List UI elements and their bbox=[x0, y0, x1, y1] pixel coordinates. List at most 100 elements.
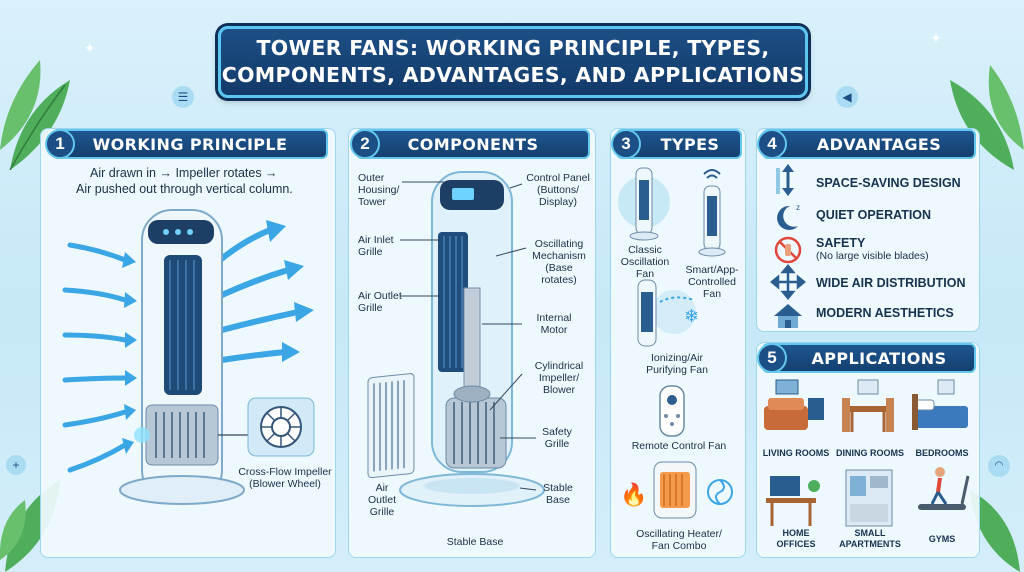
label-safety-l1: Safety bbox=[542, 426, 572, 438]
components-header: COMPONENTS bbox=[356, 129, 590, 159]
label-control-panel: Control Panel (Buttons/ Display) bbox=[520, 172, 596, 208]
four-arrows-icon bbox=[770, 264, 806, 300]
label-internal-motor: Internal Motor bbox=[524, 312, 584, 336]
label-outer-housing: Outer Housing/ Tower bbox=[358, 172, 399, 208]
label-outer-housing-l1: Outer bbox=[358, 172, 385, 184]
label-stable-base-l1: Stable bbox=[543, 482, 573, 494]
sparkle-icon: ✦ bbox=[84, 40, 96, 56]
applications-illustrations bbox=[764, 379, 970, 527]
type-smart-l1: Smart/App- bbox=[685, 264, 739, 276]
advantage-safety: SAFETY bbox=[816, 236, 866, 250]
type-classic-l2: Oscillation bbox=[620, 256, 670, 268]
label-oscillating-l3: (Base bbox=[545, 262, 573, 274]
label-oscillating-l1: Oscillating bbox=[534, 238, 584, 250]
page-title-line-1: TOWER FANS: WORKING PRINCIPLE, TYPES, bbox=[256, 36, 770, 60]
gym-icon bbox=[918, 467, 970, 510]
components-title: COMPONENTS bbox=[407, 134, 539, 154]
label-air-outlet-2-l2: Outlet bbox=[367, 494, 396, 506]
wifi-bubble-icon: ◠ bbox=[988, 455, 1010, 477]
small-apartment-icon bbox=[845, 469, 893, 527]
label-stable-base-right: Stable Base bbox=[534, 482, 582, 506]
type-classic-l1: Classic bbox=[628, 244, 662, 256]
bedroom-icon bbox=[912, 379, 968, 430]
advantage-aesthetics: MODERN AESTHETICS bbox=[816, 306, 954, 320]
advantage-safety-sub: (No large visible blades) bbox=[816, 250, 929, 262]
settings-bubble-icon: ☰ bbox=[172, 86, 194, 108]
leaf-decoration-top-left bbox=[0, 60, 70, 170]
app-home-offices-l2: OFFICES bbox=[776, 539, 816, 549]
tower-fan-airflow-illustration bbox=[62, 209, 315, 505]
svg-text:❄: ❄ bbox=[684, 306, 699, 326]
plus-bubble-icon: + bbox=[6, 455, 26, 475]
advantage-quiet: QUIET OPERATION bbox=[816, 208, 932, 222]
types-illustrations: ❄ 🔥 bbox=[618, 167, 733, 519]
type-remote-label: Remote Control Fan bbox=[631, 440, 727, 452]
advantages-title: ADVANTAGES bbox=[816, 134, 942, 154]
app-home-offices-l1: HOME bbox=[782, 528, 810, 538]
app-home-offices: HOME OFFICES bbox=[762, 528, 830, 550]
app-living-rooms: LIVING ROOMS bbox=[762, 448, 830, 458]
label-control-panel-l2: (Buttons/ bbox=[536, 184, 580, 196]
home-office-icon bbox=[766, 476, 820, 526]
label-internal-motor-l1: Internal bbox=[536, 312, 572, 324]
type-heater-label: Oscillating Heater/ Fan Combo bbox=[616, 528, 742, 552]
leaf-decoration-bottom-right bbox=[970, 490, 1020, 572]
page-title-banner: TOWER FANS: WORKING PRINCIPLE, TYPES, CO… bbox=[218, 26, 808, 98]
app-small-apartments-l2: APARTMENTS bbox=[839, 539, 901, 549]
advantages-icons: z bbox=[770, 164, 806, 328]
applications-header: APPLICATIONS bbox=[762, 343, 976, 373]
advantage-space-saving: SPACE-SAVING DESIGN bbox=[816, 176, 961, 190]
impeller-callout-line-2: (Blower Wheel) bbox=[249, 478, 321, 490]
label-stable-base-l2: Base bbox=[546, 494, 570, 506]
app-bedrooms: BEDROOMS bbox=[915, 448, 969, 458]
label-air-outlet-2-l1: Air bbox=[375, 482, 389, 494]
label-air-outlet-grille-2: Air Outlet Grille bbox=[360, 482, 404, 518]
label-air-inlet-grille: Air Inlet Grille bbox=[358, 234, 394, 258]
tower-fan-exploded-diagram bbox=[367, 171, 545, 507]
section-number-1: 1 bbox=[45, 129, 75, 159]
label-air-outlet-l2: Grille bbox=[358, 302, 383, 314]
applications-title: APPLICATIONS bbox=[811, 348, 947, 368]
vertical-arrows-icon bbox=[776, 164, 794, 196]
label-outer-housing-l2: Housing/ bbox=[358, 184, 400, 196]
label-oscillating-l2: Mechanism bbox=[532, 250, 586, 262]
label-air-inlet-l2: Grille bbox=[358, 246, 383, 258]
label-air-outlet-l1: Air Outlet bbox=[358, 290, 402, 302]
label-air-inlet-l1: Air Inlet bbox=[358, 234, 394, 246]
no-touch-icon bbox=[774, 236, 802, 264]
label-oscillating-mechanism: Oscillating Mechanism (Base rotates) bbox=[524, 238, 594, 286]
impeller-callout-line-1: Cross-Flow Impeller bbox=[238, 466, 332, 478]
label-impeller-l1: Cylindrical bbox=[534, 360, 584, 372]
advantage-wide-air: WIDE AIR DISTRIBUTION bbox=[816, 276, 966, 290]
page-title-line-2: COMPONENTS, ADVANTAGES, AND APPLICATIONS bbox=[221, 63, 805, 87]
sparkle-icon: ✦ bbox=[930, 30, 942, 46]
leaf-decoration-top-right bbox=[950, 65, 1024, 170]
working-principle-title: WORKING PRINCIPLE bbox=[92, 134, 288, 154]
app-gyms: GYMS bbox=[928, 534, 956, 544]
label-stable-base-bottom: Stable Base bbox=[446, 536, 504, 548]
working-principle-header: WORKING PRINCIPLE bbox=[52, 129, 328, 159]
type-ionizing-label: Ionizing/Air Purifying Fan bbox=[622, 352, 732, 376]
type-smart-label: Smart/App- Controlled Fan bbox=[678, 264, 746, 300]
advantages-header: ADVANTAGES bbox=[762, 129, 976, 159]
label-safety-grille: Safety Grille bbox=[530, 426, 584, 450]
label-control-panel-l3: Display) bbox=[539, 196, 577, 208]
svg-text:z: z bbox=[796, 203, 800, 212]
svg-text:🔥: 🔥 bbox=[620, 482, 647, 507]
section-number-3: 3 bbox=[611, 129, 641, 159]
app-small-apartments: SMALL APARTMENTS bbox=[834, 528, 906, 550]
type-heater-l1: Oscillating Heater/ bbox=[636, 528, 722, 540]
moon-sleep-icon: z bbox=[777, 203, 800, 230]
label-impeller-l2: Impeller/ bbox=[538, 372, 580, 384]
label-safety-l2: Grille bbox=[544, 438, 570, 450]
type-heater-l2: Fan Combo bbox=[651, 540, 707, 552]
label-internal-motor-l2: Motor bbox=[540, 324, 568, 336]
label-cylindrical-impeller: Cylindrical Impeller/ Blower bbox=[524, 360, 594, 396]
type-classic-l3: Fan bbox=[635, 268, 655, 280]
dining-room-icon bbox=[842, 379, 894, 432]
label-control-panel-l1: Control Panel bbox=[526, 172, 590, 184]
label-outer-housing-l3: Tower bbox=[358, 196, 387, 208]
app-small-apartments-l1: SMALL bbox=[854, 528, 886, 538]
type-classic-label: Classic Oscillation Fan bbox=[614, 244, 676, 280]
air-intake-arrows bbox=[62, 242, 128, 473]
